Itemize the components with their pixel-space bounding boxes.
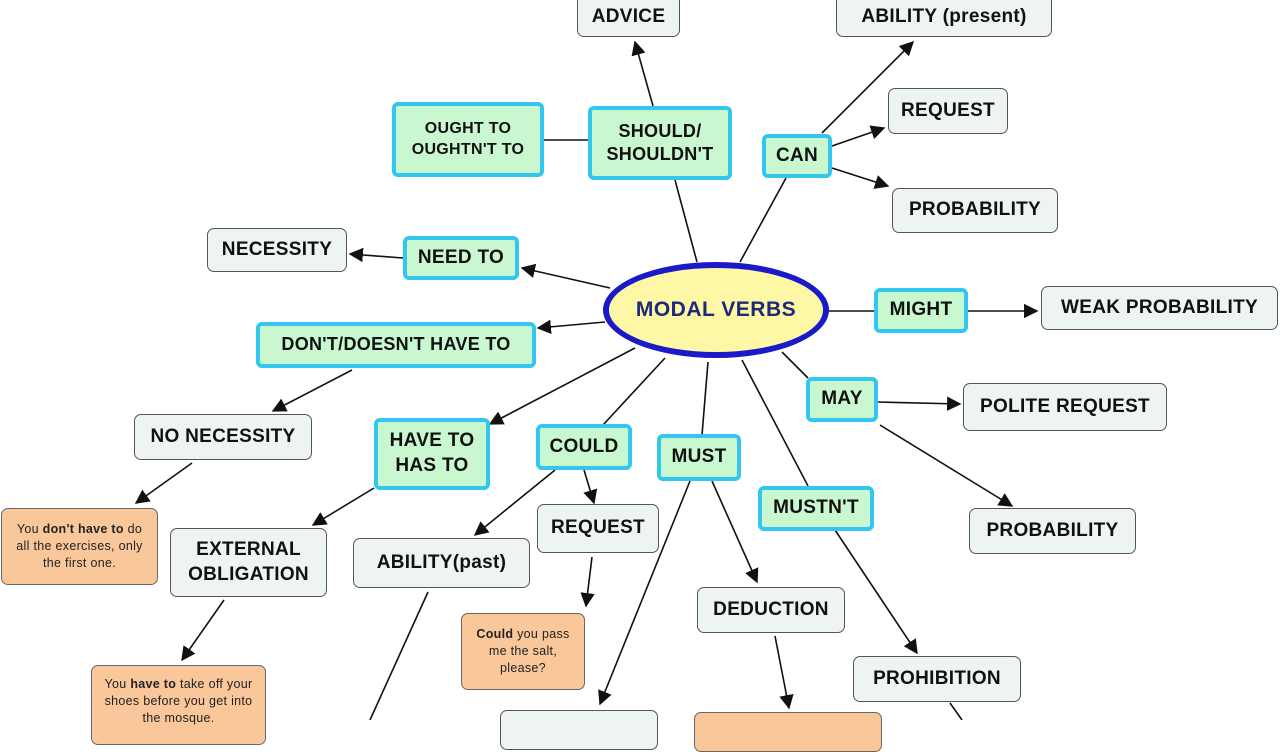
prohibition-node: PROHIBITION [853,656,1021,702]
line-center-must [701,361,709,436]
arrow-external-example [181,599,225,662]
modal-verbs-center: MODAL VERBS [603,262,829,358]
line-center-may [781,351,809,379]
arrow-can-probability [831,167,890,189]
arrow-may-polite [877,396,962,411]
line-center-should [674,179,698,263]
no-necessity-node: NO NECESSITY [134,414,312,460]
arrow-should-advice [631,40,654,107]
line-center-mustnt [741,359,809,487]
line-prohibition-down [949,702,963,720]
arrow-deduction-lower [774,635,794,710]
might-node: MIGHT [874,288,968,333]
may-node: MAY [806,377,878,422]
arrow-donthave-nonecessity [271,369,353,412]
arrow-may-probability [879,424,1014,507]
must-node: MUST [657,434,741,481]
arrow-mustnt-prohibition [834,529,918,655]
example-dont-have-to: You don't have to do all the exercises, … [1,508,158,585]
should-node: SHOULD/ SHOULDN'T [588,106,732,180]
have-to-node: HAVE TO HAS TO [374,418,490,490]
external-obligation-node: EXTERNAL OBLIGATION [170,528,327,597]
arrow-center-haveto [488,347,636,425]
necessity-node: NECESSITY [207,228,347,272]
example-could: Could you pass me the salt, please? [461,613,585,690]
dont-have-to-node: DON'T/DOESN'T HAVE TO [256,322,536,368]
arrow-nonecessity-example [134,462,193,504]
partial-box-left [500,710,658,750]
weak-probability-node: WEAK PROBABILITY [1041,286,1278,330]
ability-present-node: ABILITY (present) [836,0,1052,37]
arrow-can-request [831,125,886,147]
need-to-node: NEED TO [403,236,519,280]
deduction-node: DEDUCTION [697,587,845,633]
arrow-must-deduction [711,480,759,584]
partial-box-right [694,712,882,752]
request-could-node: REQUEST [537,504,659,553]
polite-request-node: POLITE REQUEST [963,383,1167,431]
line-ability-past-down [369,591,429,720]
arrow-center-donthave [536,319,606,335]
line-center-could [602,357,666,426]
line-center-can [739,177,787,263]
connector-lines [134,40,1039,720]
arrow-can-ability [821,40,915,134]
request-can-node: REQUEST [888,88,1008,134]
probability-can-node: PROBABILITY [892,188,1058,233]
probability-may-node: PROBABILITY [969,508,1136,554]
arrow-needto-necessity [348,247,404,263]
arrow-could-ability [473,469,556,536]
arrow-center-needto [520,263,611,289]
example-have-to: You have to take off your shoes before y… [91,665,266,745]
arrow-haveto-external [311,487,375,526]
could-node: COULD [536,424,632,470]
ought-to-node: OUGHT TO OUGHTN'T TO [392,102,544,177]
arrow-must-lower [598,480,691,706]
advice-node: ADVICE [577,0,680,37]
arrow-request-example [580,556,595,608]
ability-past-node: ABILITY(past) [353,538,530,588]
mustnt-node: MUSTN'T [758,486,874,531]
can-node: CAN [762,134,832,178]
arrow-could-request [583,469,598,505]
